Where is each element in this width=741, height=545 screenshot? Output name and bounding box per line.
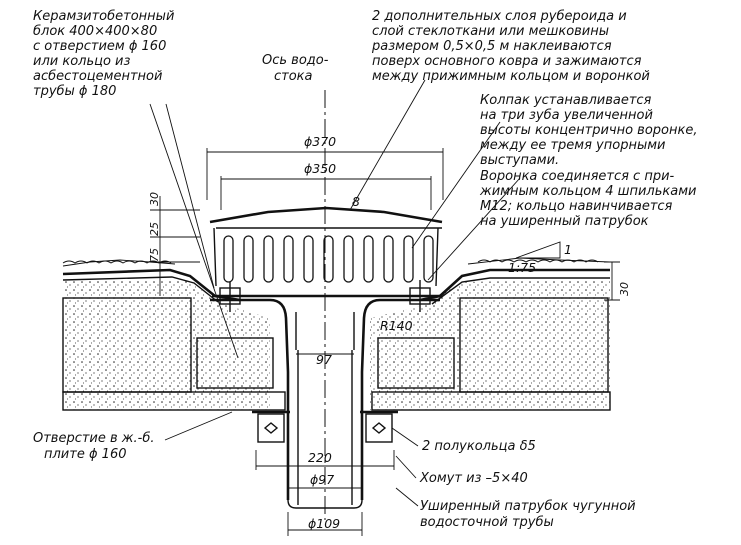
- note-line: Ось водо-: [262, 53, 329, 68]
- dim-h75: 75: [148, 248, 161, 262]
- note-line: или кольцо из: [33, 54, 130, 69]
- cap-note: Колпак устанавливается на три зуба увели…: [480, 93, 698, 168]
- note-line: Керамзитобетонный: [33, 9, 174, 24]
- leader-lines: [149, 79, 521, 507]
- note-line: стока: [274, 69, 313, 84]
- cap-slot: [363, 235, 374, 283]
- dim-h30-left: 30: [148, 192, 161, 206]
- dim-d350: ϕ350: [304, 161, 336, 176]
- note-line: асбестоцементной: [33, 69, 162, 84]
- note-line: выступами.: [480, 153, 559, 168]
- dim-d370: ϕ370: [304, 134, 336, 149]
- keramzit-block-right: [377, 337, 455, 389]
- dim-h25: 25: [148, 222, 161, 236]
- roof-build-up: [62, 257, 611, 411]
- cap-slot: [243, 235, 254, 283]
- note-line: 2 дополнительных слоя рубероида и: [372, 9, 627, 24]
- svg-text:асбестоцементной: асбестоцементной: [33, 69, 162, 84]
- note-line: с отверстием ϕ 160: [33, 39, 166, 54]
- funnel-note: Воронка соединяется с при- жимным кольцо…: [479, 169, 696, 229]
- dimension-lines: [150, 148, 620, 536]
- note-line: плите ϕ 160: [44, 447, 126, 462]
- screed-right: [370, 280, 610, 410]
- note-line: на уширенный патрубок: [480, 214, 649, 229]
- note-line: М12; кольцо навинчивается: [480, 199, 673, 214]
- dim-slope-1: 1: [564, 242, 572, 257]
- note-line: Отверстие в ж.-б.: [33, 431, 155, 446]
- note-line: Уширенный патрубок чугунной: [420, 499, 636, 514]
- cap-slot: [423, 235, 434, 283]
- note-line: слой стеклоткани или мешковины: [372, 24, 609, 39]
- svg-text:или кольцо из: или кольцо из: [33, 54, 130, 69]
- cap-slot: [343, 235, 354, 283]
- clamp-note: Хомут из –5×40: [419, 471, 528, 486]
- cap-dome: [209, 206, 443, 224]
- roofing-carpet-right: [419, 268, 610, 302]
- drain-cap: [209, 206, 443, 287]
- dim-220: 220: [308, 450, 332, 465]
- svg-text:Керамзитобетонный: Керамзитобетонный: [33, 9, 174, 24]
- cap-slot: [383, 235, 394, 283]
- dim-d109: ϕ109: [308, 516, 340, 531]
- half-rings-note: 2 полукольца δ5: [422, 439, 536, 454]
- note-line: Колпак устанавливается: [480, 93, 652, 108]
- half-ring-right: [365, 413, 393, 443]
- svg-text:с отверстием ϕ 160: с отверстием ϕ 160: [33, 39, 166, 54]
- svg-text:блок 400×400×80: блок 400×400×80: [33, 24, 157, 39]
- pipe-note: Уширенный патрубок чугунной водосточной …: [420, 499, 636, 530]
- half-ring-left: [257, 413, 285, 443]
- cap-slot: [263, 235, 274, 283]
- drain-funnel: [210, 280, 440, 509]
- note-line: между прижимным кольцом и воронкой: [372, 69, 650, 84]
- cap-slot: [303, 235, 314, 283]
- rc-slab-left: [62, 391, 286, 411]
- roofing-carpet-left: [62, 268, 241, 302]
- funnel-body-left: [210, 298, 290, 373]
- slab-hole-note: Отверстие в ж.-б. плите ϕ 160: [33, 431, 155, 462]
- cap-slot: [403, 235, 414, 283]
- note-line: водосточной трубы: [420, 515, 554, 530]
- axis-note: Ось водо- стока: [262, 53, 329, 84]
- dim-slope: 1:75: [508, 260, 536, 275]
- note-line: жимным кольцом 4 шпильками: [479, 184, 696, 199]
- funnel-body-right: [360, 298, 440, 373]
- cap-slot: [323, 235, 334, 283]
- note-line: трубы ϕ 180: [33, 84, 116, 99]
- note-line: между ее тремя упорными: [480, 138, 665, 153]
- note-line: размером 0,5×0,5 м наклеиваются: [371, 39, 612, 54]
- cap-slot: [223, 235, 234, 283]
- block-note: Керамзитобетонный блок 400×400×80 с отве…: [33, 9, 174, 99]
- note-line: высоты концентрично воронке,: [480, 123, 698, 138]
- keramzit-block-left: [196, 337, 274, 389]
- dim-t8: 8: [352, 194, 360, 209]
- dim-r140: R140: [380, 318, 413, 333]
- dim-d97-pipe: ϕ97: [310, 472, 334, 487]
- note-line: блок 400×400×80: [33, 24, 157, 39]
- screed-left: [63, 280, 270, 410]
- dim-h30-right: 30: [618, 282, 631, 296]
- cap-slot: [283, 235, 294, 283]
- dim-97-top: 97: [316, 352, 332, 367]
- widened-pipe: [286, 372, 364, 500]
- rc-slab-right: [371, 391, 611, 411]
- note-line: поверх основного ковра и зажимаются: [372, 54, 642, 69]
- note-line: Воронка соединяется с при-: [480, 169, 675, 184]
- layers-note: 2 дополнительных слоя рубероида и слой с…: [371, 9, 650, 84]
- note-line: на три зуба увеличенной: [480, 108, 653, 123]
- svg-text:трубы ϕ 180: трубы ϕ 180: [33, 84, 116, 99]
